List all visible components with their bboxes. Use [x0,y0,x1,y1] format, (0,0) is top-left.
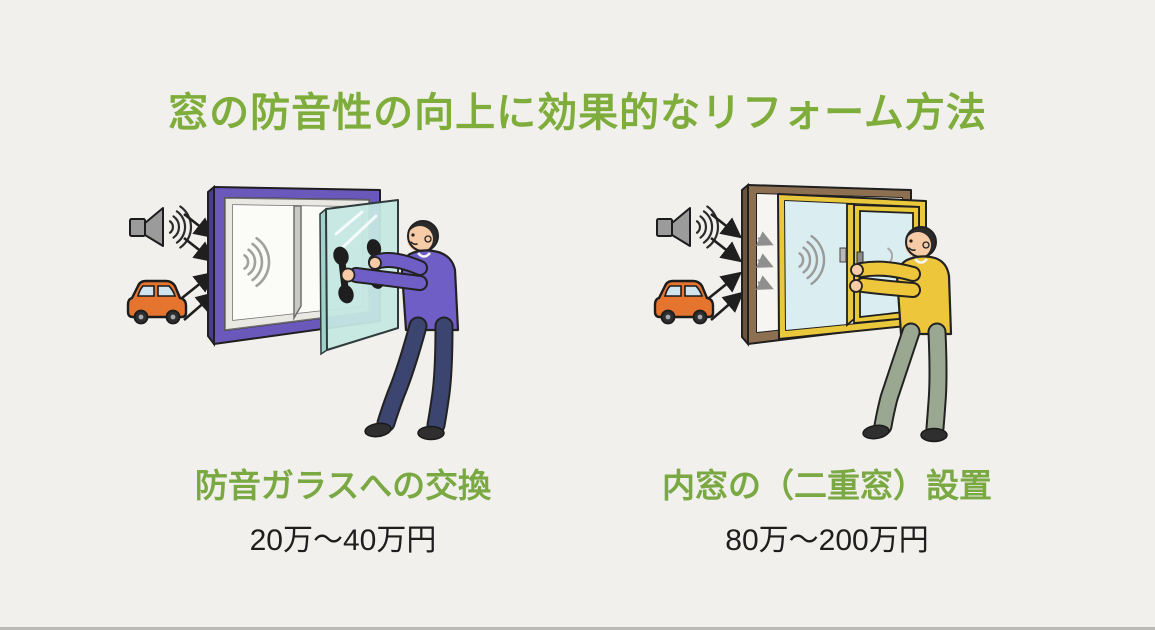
shoe [862,424,890,440]
window-sash-divider [293,205,302,321]
scene-soundproof-glass [126,184,460,441]
car-icon [126,279,188,325]
glass-highlight [334,210,378,250]
sound-wave-arcs [798,235,826,285]
hand [849,279,863,293]
noise-arrows [708,212,744,321]
car-icon [653,279,715,325]
bottom-edge-shadow [0,627,1155,630]
legs [376,316,454,435]
hand [850,263,864,277]
ear [922,241,930,249]
window-handle [839,247,847,263]
arms [853,260,921,298]
ear [424,235,432,243]
price-inner-window: 80万〜200万円 [725,524,929,557]
speaker-sound-arcs [168,205,193,249]
caption-inner-window: 内窓の（二重窓）設置 [662,467,992,504]
hand [340,267,356,283]
person-installing-inner-window [849,226,953,443]
page-title: 窓の防音性の向上に効果的なリフォーム方法 [168,90,987,135]
sound-wave-arcs [243,236,271,288]
shoe [417,425,445,441]
price-soundproof-glass: 20万〜40万円 [249,524,437,557]
speaker-icon [129,205,193,249]
window-sash-divider [846,203,855,327]
shoe [920,427,948,443]
scene-inner-window [653,182,953,443]
person-installing-glass [340,220,460,441]
speaker-icon [656,205,720,249]
legs [873,322,948,438]
hand [368,256,382,270]
caption-soundproof-glass: 防音ガラスへの交換 [194,467,492,504]
attenuated-sound-arrows [755,231,774,290]
speaker-sound-arcs [695,205,720,249]
shoe [364,422,392,438]
